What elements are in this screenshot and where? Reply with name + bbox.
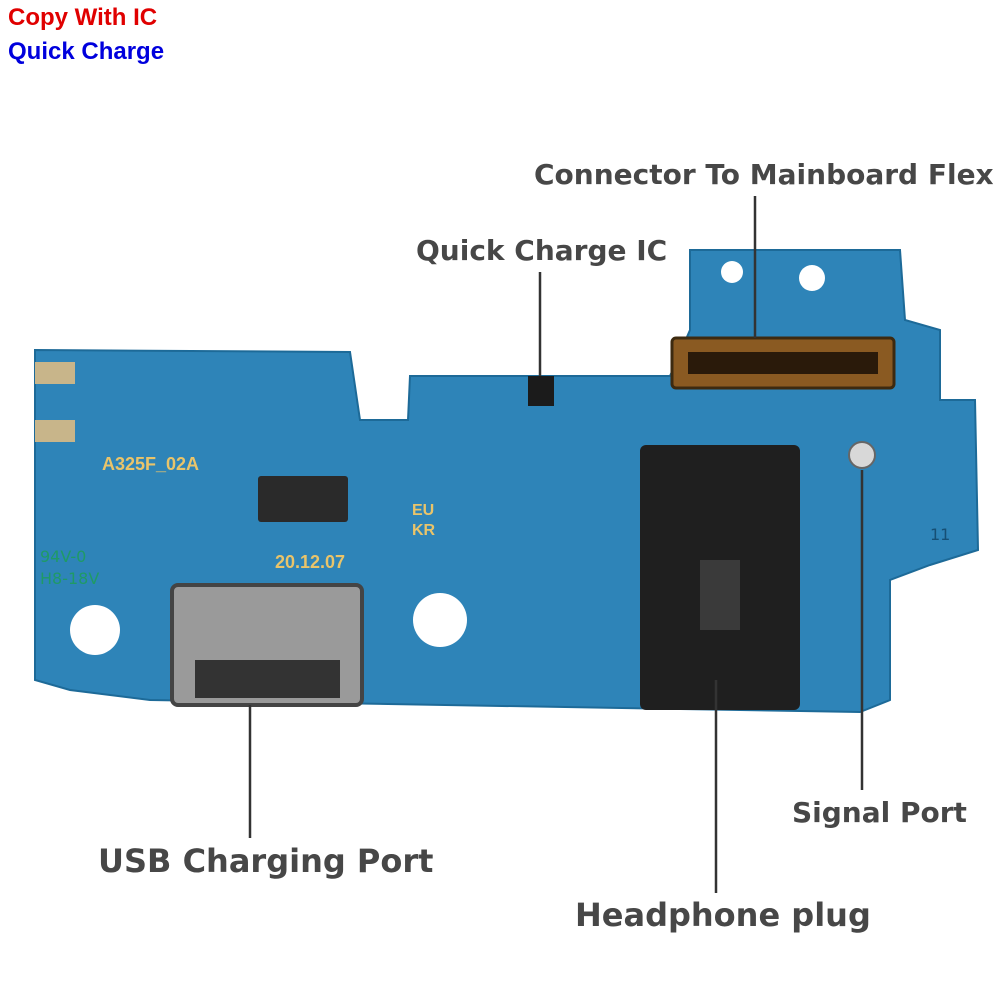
quick-charge-ic-callout: Quick Charge IC	[416, 234, 668, 267]
board-eu-text: EU	[412, 502, 434, 519]
board-model-text: A325F_02A	[102, 454, 199, 474]
board-detail	[195, 660, 340, 698]
board-detail	[35, 420, 75, 442]
board-detail	[799, 265, 825, 291]
board-detail	[700, 560, 740, 630]
leader-lines	[248, 196, 864, 893]
board-rating2-text: H8-18V	[40, 569, 99, 588]
copy-with-ic-label: Copy With IC	[8, 4, 158, 31]
headphone-callout: Headphone plug	[575, 896, 871, 934]
board-detail	[70, 605, 120, 655]
board-kr-text: KR	[412, 522, 436, 539]
board-detail	[688, 352, 878, 374]
quick-charge-label: Quick Charge	[8, 38, 165, 65]
board-rating1-text: 94V-0	[40, 547, 86, 566]
signal-port-callout: Signal Port	[792, 796, 967, 829]
connector-callout: Connector To Mainboard Flex	[534, 158, 994, 191]
usb-port-callout: USB Charging Port	[98, 842, 434, 880]
quick-charge-ic	[528, 376, 554, 406]
board-detail	[721, 261, 743, 283]
board-detail	[35, 362, 75, 384]
board-detail	[413, 593, 467, 647]
signal-port	[848, 441, 876, 469]
board-date-text: 20.12.07	[275, 552, 345, 572]
board-to-board-connector	[258, 476, 348, 522]
board-num-text: 11	[930, 525, 950, 544]
